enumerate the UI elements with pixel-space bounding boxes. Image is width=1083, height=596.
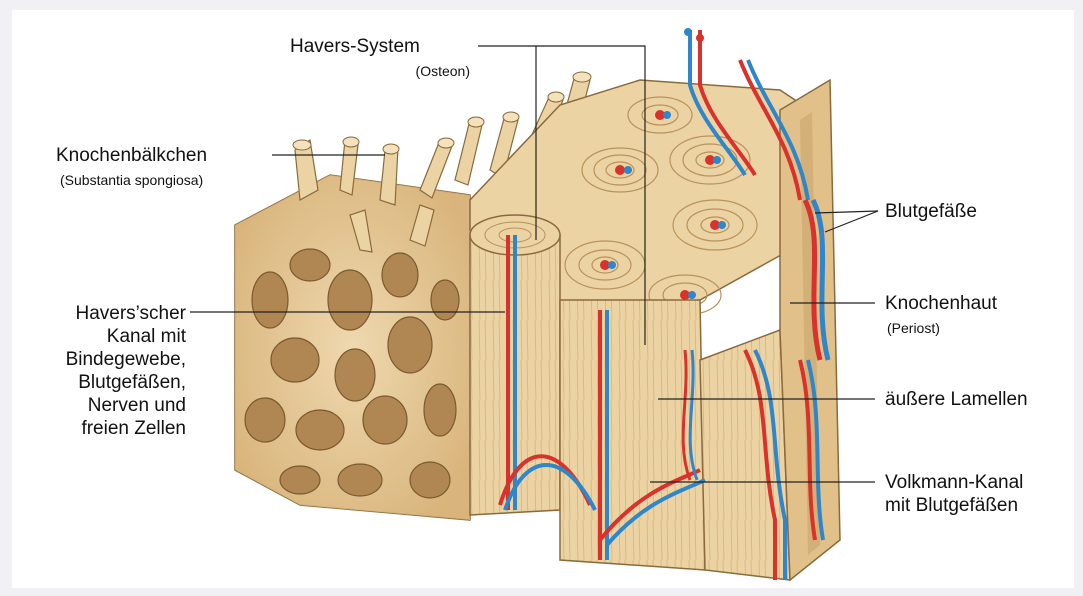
label-knochenbaelkchen: Knochenbälkchen <box>56 144 207 167</box>
label-havers-kanal-line: freien Zellen <box>20 417 186 440</box>
label-havers-kanal-line: Nerven und <box>20 394 186 417</box>
label-havers-kanal-line: Bindegewebe, <box>20 348 186 371</box>
label-aeussere-lamellen: äußere Lamellen <box>885 388 1028 411</box>
label-havers-system: Havers-System <box>290 35 420 58</box>
label-knochenbaelkchen-sub: (Substantia spongiosa) <box>60 172 203 188</box>
label-knochenhaut: Knochenhaut <box>885 292 997 315</box>
label-havers-kanal-line: Blutgefäßen, <box>20 371 186 394</box>
label-volkmann-kanal: Volkmann-Kanal mit Blutgefäßen <box>885 471 1023 517</box>
label-volkmann-kanal-line: Volkmann-Kanal <box>885 471 1023 494</box>
label-havers-kanal: Havers’scher Kanal mit Bindegewebe, Blut… <box>20 302 186 440</box>
label-volkmann-kanal-line: mit Blutgefäßen <box>885 494 1023 517</box>
label-havers-kanal-line: Havers’scher <box>20 302 186 325</box>
label-havers-kanal-line: Kanal mit <box>20 325 186 348</box>
label-knochenhaut-sub: (Periost) <box>887 320 940 336</box>
label-blutgefaesse: Blutgefäße <box>885 200 977 223</box>
label-havers-system-sub: (Osteon) <box>380 63 470 79</box>
